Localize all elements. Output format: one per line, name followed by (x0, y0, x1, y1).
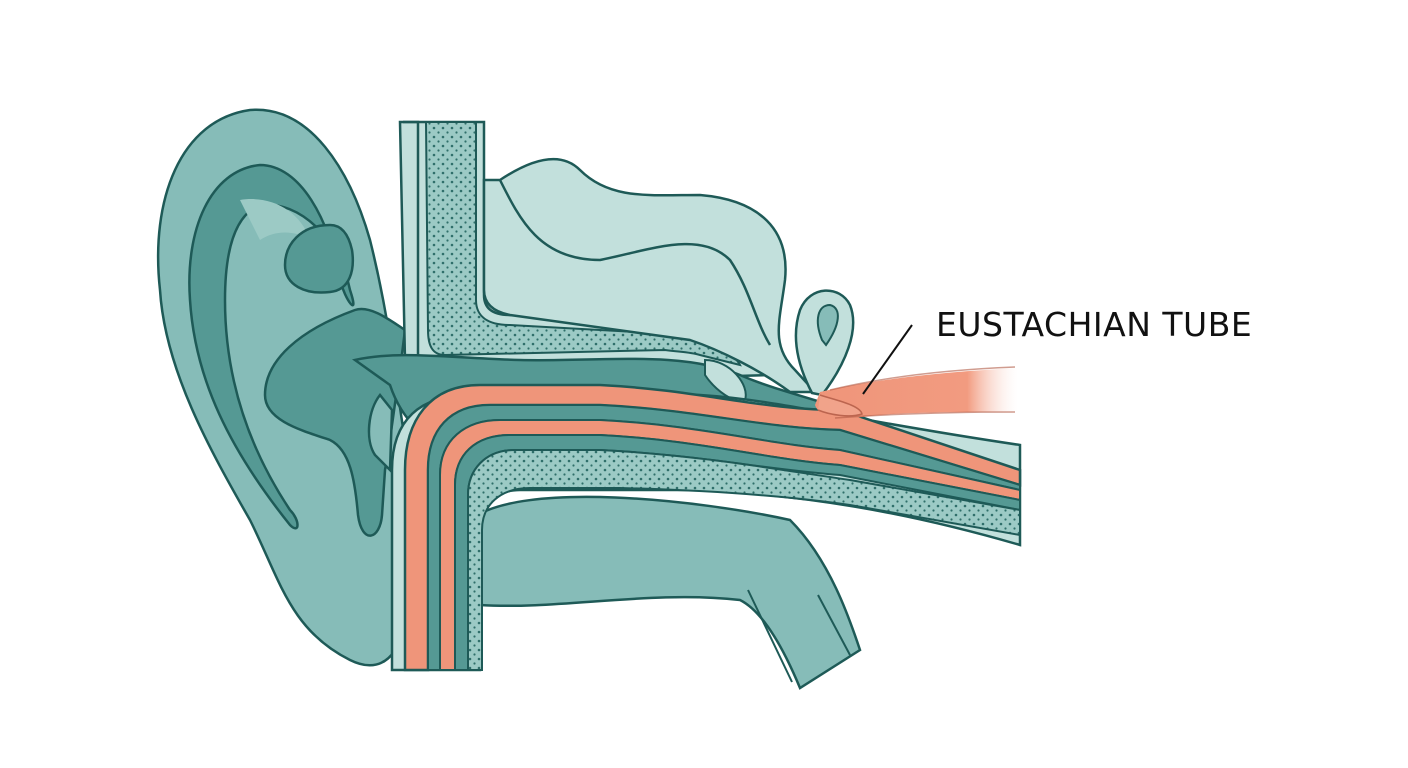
canal-layers (390, 383, 1022, 672)
middle-ear-region (482, 157, 855, 397)
lower-structure (468, 495, 862, 690)
eustachian-tube (815, 366, 1018, 419)
label-text: EUSTACHIAN TUBE (936, 305, 1252, 344)
outer-ear (156, 108, 407, 667)
label-eustachian-tube: EUSTACHIAN TUBE (862, 305, 1252, 395)
leader-line (862, 324, 913, 395)
